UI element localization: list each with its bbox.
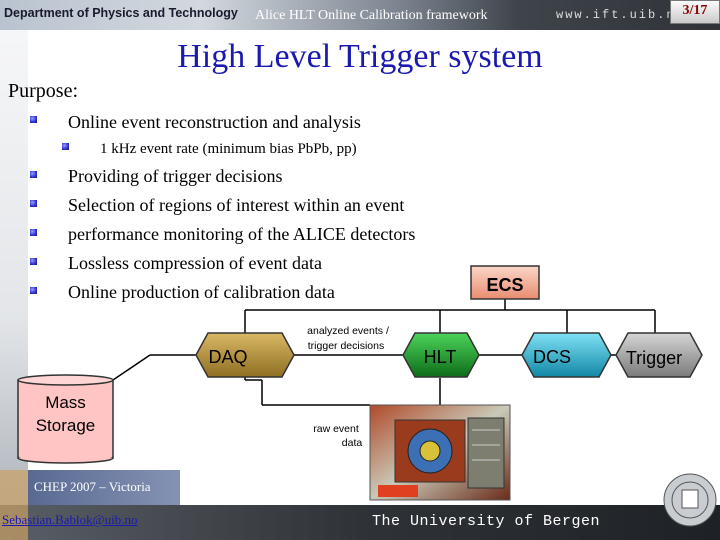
- bullet-icon: [30, 200, 37, 207]
- bullet-icon: [30, 258, 37, 265]
- alice-detector-image: [369, 404, 511, 501]
- analyzed-events-label: analyzed events /: [307, 325, 389, 337]
- diagram-connectors: [112, 299, 656, 406]
- footer-band: [0, 505, 720, 540]
- purpose-label: Purpose:: [8, 80, 78, 102]
- bullet-text: Online production of calibration data: [68, 282, 335, 302]
- website-url: www.ift.uib.no: [556, 8, 685, 22]
- dcs-box: DCS: [521, 332, 612, 378]
- bullet-icon: [30, 229, 37, 236]
- ecs-box: ECS: [470, 265, 540, 300]
- dcs-label: DCS: [533, 347, 571, 367]
- author-email-link[interactable]: Sebastian.Bablok@uib.no: [2, 512, 138, 527]
- daq-label: DAQ: [208, 347, 247, 367]
- slide-title: High Level Trigger system: [177, 38, 543, 75]
- sub-bullet-text: 1 kHz event rate (minimum bias PbPb, pp): [100, 141, 357, 157]
- page-number: 3/17: [682, 3, 708, 18]
- trigger-label: Trigger: [626, 348, 682, 368]
- presentation-title: Alice HLT Online Calibration framework: [255, 8, 488, 23]
- bullet-text: Providing of trigger decisions: [68, 166, 283, 186]
- footer-event-band: [28, 470, 180, 505]
- bullet-icon: [30, 171, 37, 178]
- raw-event-data-label: data: [342, 437, 363, 449]
- footer-photo-left: [0, 470, 28, 540]
- page-number-box: 3/17: [670, 0, 720, 24]
- bullet-text: performance monitoring of the ALICE dete…: [68, 224, 416, 244]
- ecs-label: ECS: [486, 275, 523, 295]
- mass-storage-label: Storage: [36, 416, 96, 435]
- university-seal-icon: [663, 473, 717, 527]
- bullet-text: Selection of regions of interest within …: [68, 195, 405, 215]
- mass-storage-label: Mass: [45, 393, 86, 412]
- department-name: Department of Physics and Technology: [4, 6, 238, 20]
- raw-event-data-label: raw event: [313, 423, 359, 435]
- analyzed-events-label: trigger decisions: [308, 340, 384, 352]
- bullet-text: Online event reconstruction and analysis: [68, 112, 361, 132]
- footer-university-name: The University of Bergen: [372, 513, 601, 530]
- hlt-label: HLT: [424, 347, 457, 367]
- bullet-icon: [30, 116, 37, 123]
- mass-storage-cylinder: Mass Storage: [17, 374, 114, 464]
- footer-event-name: CHEP 2007 – Victoria: [34, 479, 151, 494]
- bullet-icon: [62, 143, 69, 150]
- bullet-text: Lossless compression of event data: [68, 253, 322, 273]
- trigger-box: Trigger: [615, 332, 703, 378]
- hlt-box: HLT: [402, 332, 480, 378]
- header-bar: [0, 0, 720, 30]
- daq-box: DAQ: [195, 332, 295, 378]
- bullet-icon: [30, 287, 37, 294]
